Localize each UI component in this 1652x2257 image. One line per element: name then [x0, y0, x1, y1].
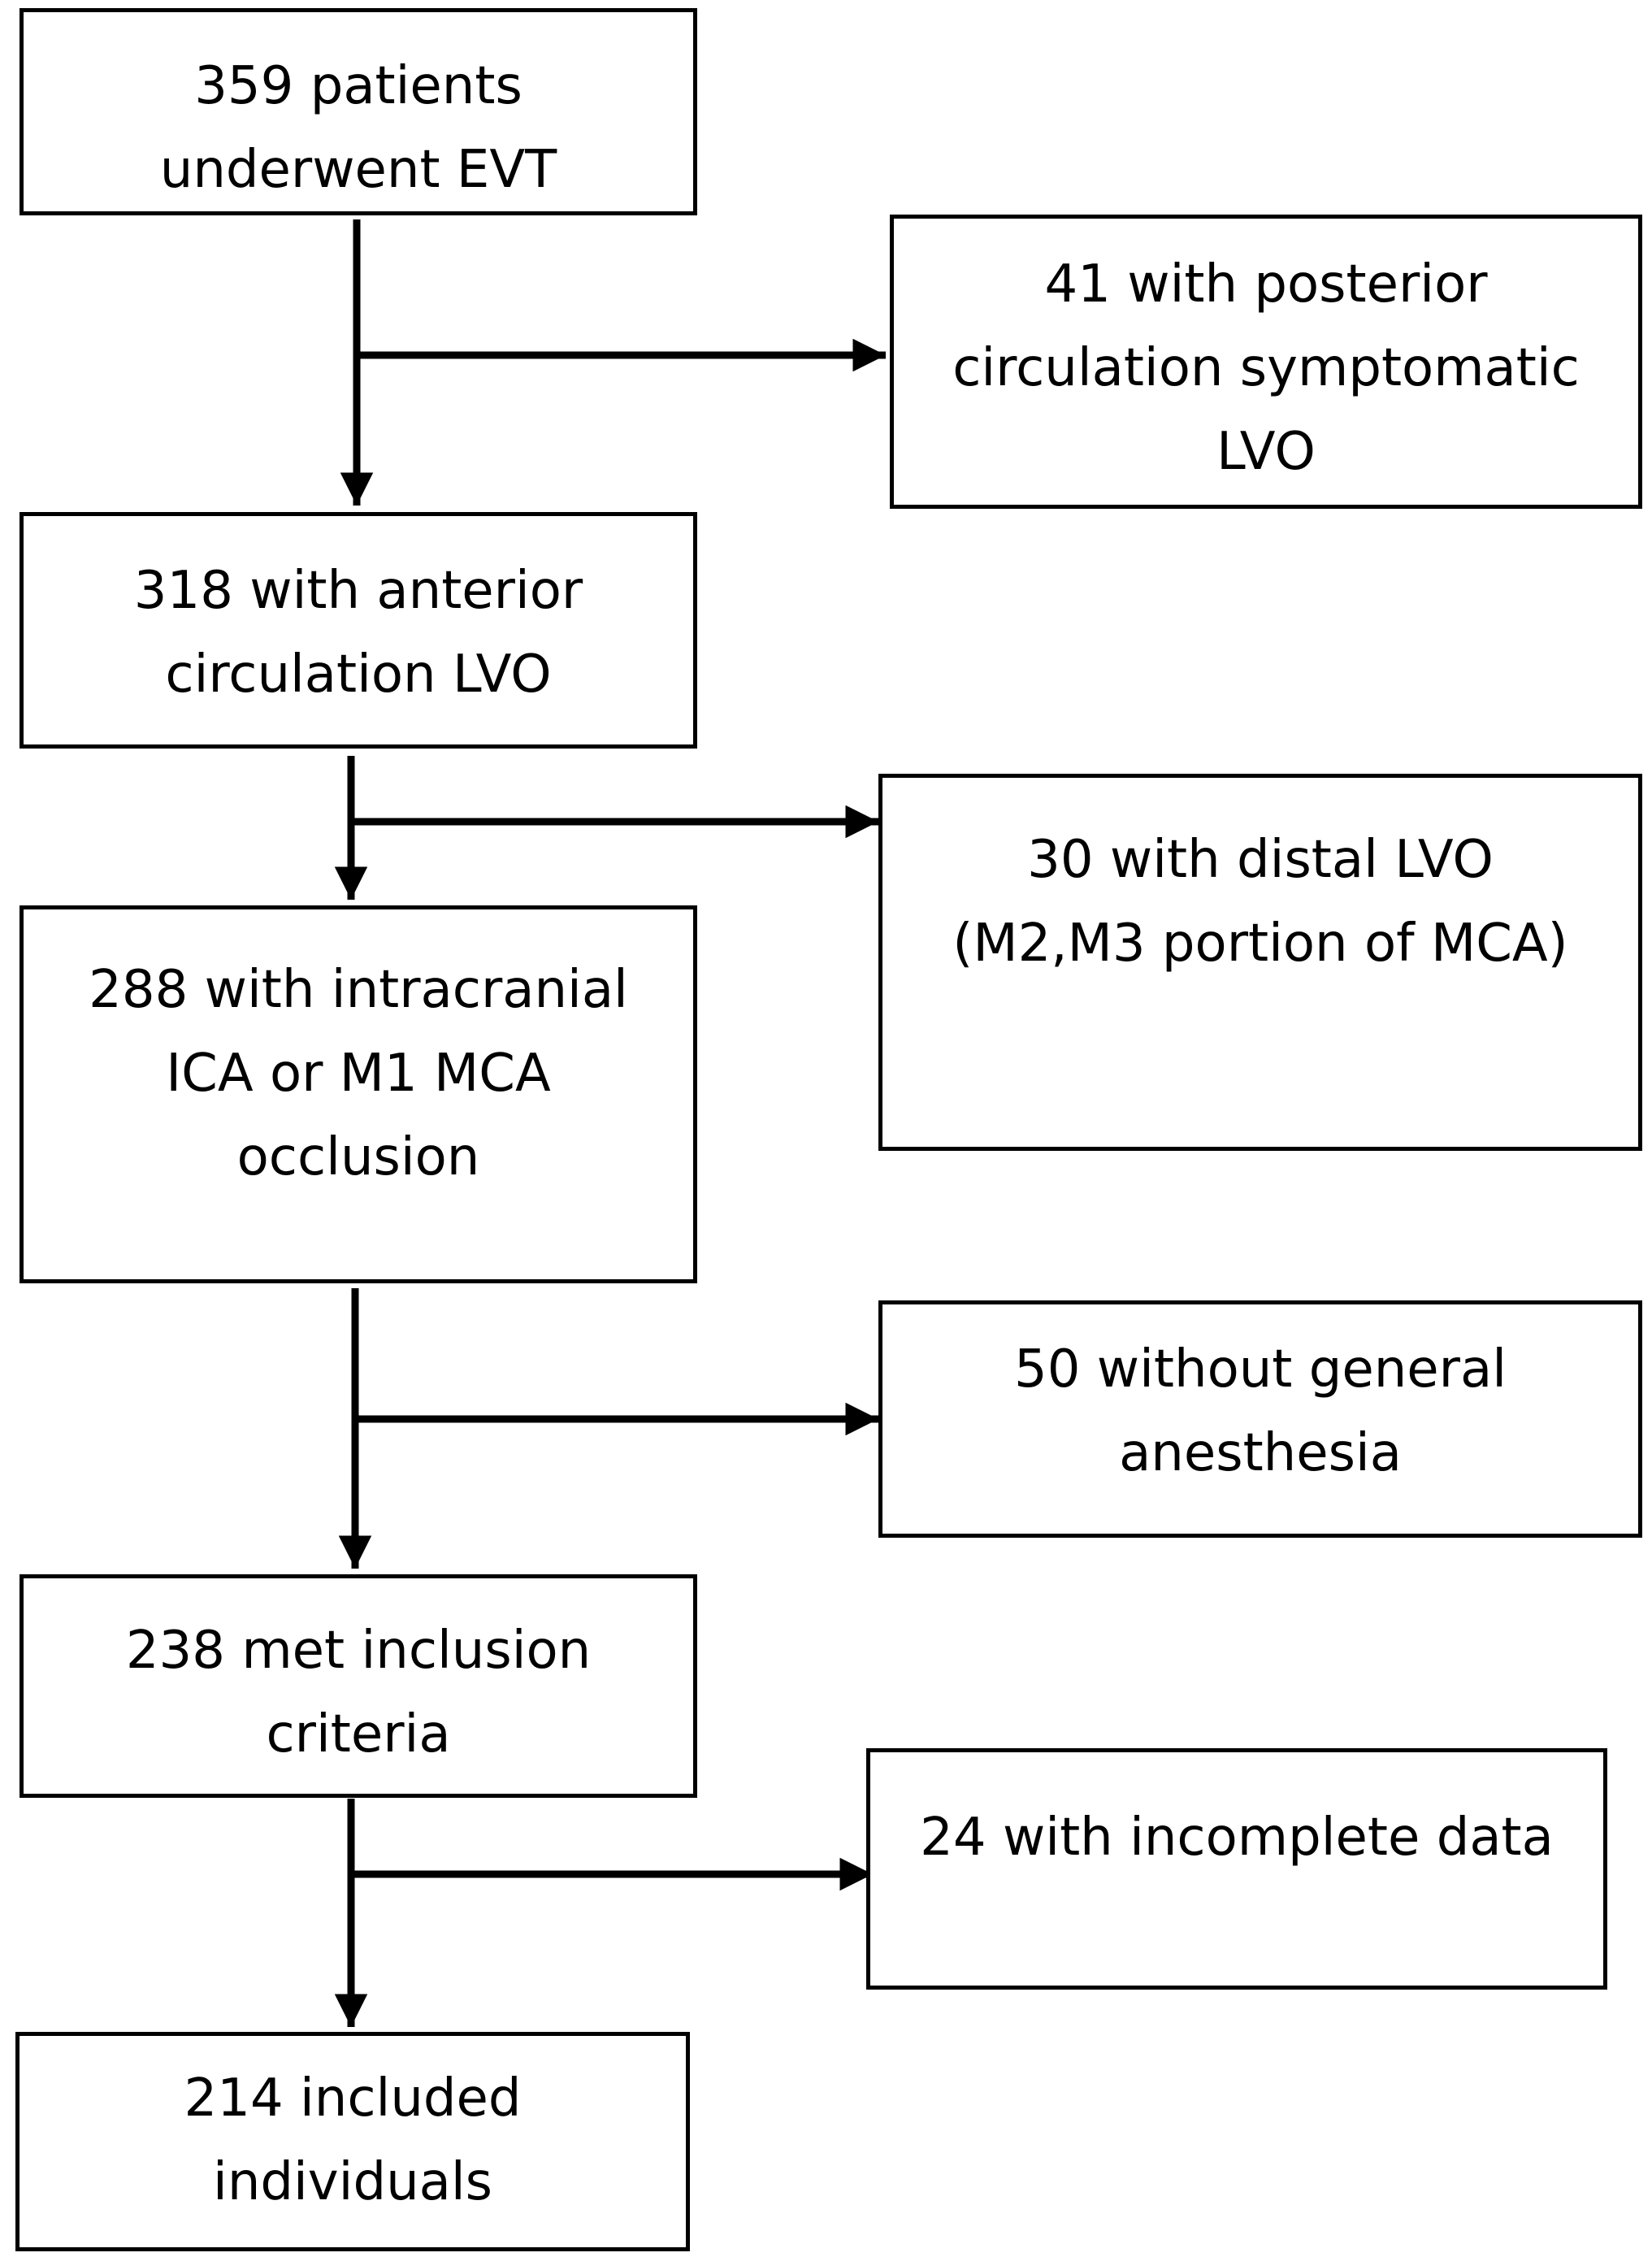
flow-box-exclusion-4: 24 with incomplete data — [866, 1748, 1607, 1990]
flow-box-exclusion-4-line-1: 24 with incomplete data — [920, 1808, 1554, 1868]
flow-box-step-4-line-1: 238 met inclusion — [125, 1621, 592, 1681]
flow-box-step-3: 288 with intracranial ICA or M1 MCA occl… — [20, 905, 697, 1283]
flow-box-exclusion-3: 50 without general anesthesia — [878, 1300, 1642, 1538]
flow-box-exclusion-2: 30 with distal LVO (M2,M3 portion of MCA… — [878, 774, 1642, 1151]
flow-box-step-5: 214 included individuals — [15, 2032, 690, 2251]
flow-box-step-4-line-2: criteria — [266, 1704, 451, 1764]
flow-box-step-3-line-1: 288 with intracranial — [89, 960, 628, 1020]
flow-box-step-1: 359 patients underwent EVT — [20, 8, 697, 215]
flow-box-step-2-line-2: circulation LVO — [165, 645, 552, 705]
flow-box-exclusion-3-line-1: 50 without general — [1014, 1339, 1507, 1400]
flow-box-step-1-line-2: underwent EVT — [159, 140, 557, 200]
flow-box-step-5-line-1: 214 included — [184, 2068, 522, 2129]
flow-box-step-4: 238 met inclusion criteria — [20, 1574, 697, 1798]
flow-box-step-1-line-1: 359 patients — [194, 56, 522, 116]
flow-box-exclusion-2-line-2: (M2,M3 portion of MCA) — [952, 914, 1568, 974]
flow-box-step-2: 318 with anterior circulation LVO — [20, 512, 697, 749]
flow-box-exclusion-1-line-2: circulation symptomatic — [952, 338, 1580, 398]
flow-box-step-2-line-1: 318 with anterior — [133, 561, 583, 621]
flow-box-exclusion-1-line-1: 41 with posterior — [1044, 254, 1488, 315]
flow-box-exclusion-2-line-1: 30 with distal LVO — [1027, 830, 1494, 890]
flow-box-step-3-line-2: ICA or M1 MCA — [166, 1044, 551, 1104]
flow-box-exclusion-1-line-3: LVO — [1216, 422, 1316, 482]
flow-box-step-5-line-2: individuals — [213, 2152, 492, 2212]
flow-box-step-3-line-3: occlusion — [236, 1127, 480, 1187]
flow-box-exclusion-3-line-2: anesthesia — [1119, 1423, 1402, 1483]
flow-box-exclusion-1: 41 with posterior circulation symptomati… — [890, 215, 1642, 509]
